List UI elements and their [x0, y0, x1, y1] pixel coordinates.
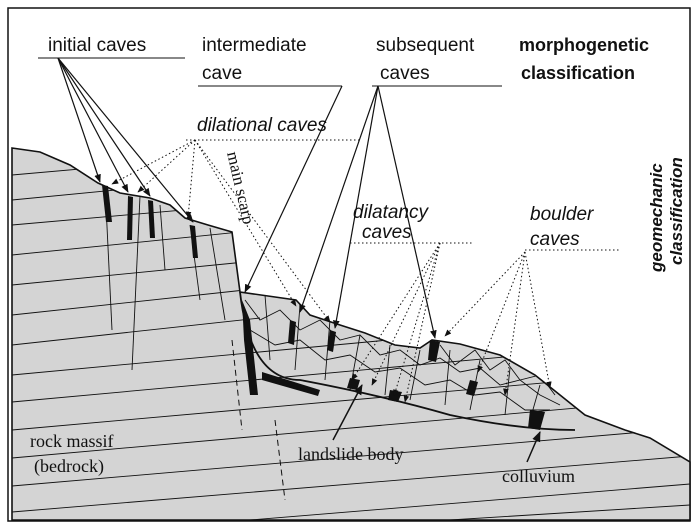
colluvium-label: colluvium — [502, 466, 575, 486]
bedrock-label: (bedrock) — [34, 456, 104, 477]
classification-header: classification — [521, 63, 635, 83]
boulder-label: boulder — [530, 204, 594, 225]
subsequent-caves-label: caves — [380, 63, 430, 84]
rock-massif-label: rock massif — [30, 431, 113, 451]
morphogenetic-header: morphogenetic — [519, 35, 649, 55]
geomechanic-header: geomechanic — [647, 163, 666, 273]
subsequent-label: subsequent — [376, 35, 475, 56]
initial-caves-label: initial caves — [48, 35, 146, 56]
dilational-caves-label: dilational caves — [197, 115, 327, 136]
landslide-body-label: landslide body — [298, 444, 404, 464]
dilatancy-label: dilatancy — [353, 202, 429, 223]
intermediate-label: intermediate — [202, 35, 307, 56]
boulder-caves-label: caves — [530, 229, 580, 250]
main-scarp-label: main scarp — [223, 150, 258, 226]
intermediate-cave-label: cave — [202, 63, 242, 84]
geomechanic-classification-header: classification — [667, 157, 686, 265]
dilatancy-caves-label: caves — [362, 222, 412, 243]
